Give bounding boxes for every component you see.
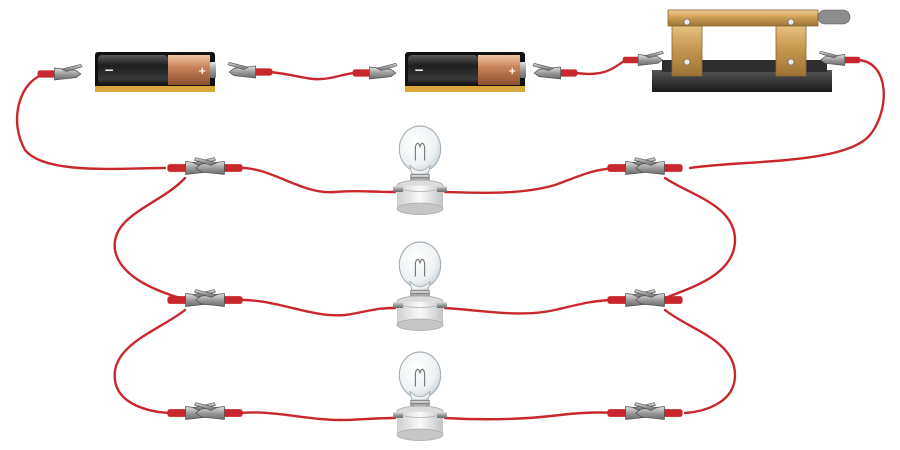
wire-switch-right <box>688 58 885 170</box>
wire-top-left <box>233 166 397 194</box>
battery-2-positive-symbol: + <box>508 66 516 77</box>
alligator-clip-icon <box>634 289 683 307</box>
battery-1-negative-symbol: − <box>104 63 114 77</box>
wire-left-lower <box>113 308 187 415</box>
alligator-clip-icon <box>37 64 83 81</box>
alligator-clip-icon <box>194 402 243 420</box>
wire-middle-left <box>233 298 397 317</box>
alligator-clip-icon <box>634 157 683 175</box>
bulb-2 <box>393 241 447 332</box>
battery-2-negative-symbol: − <box>414 63 424 77</box>
battery-1-positive-symbol: + <box>198 66 206 77</box>
wire-battery1-left <box>15 72 167 171</box>
alligator-clip-icon <box>622 50 664 66</box>
alligator-clip-icon <box>532 63 578 80</box>
alligator-clip-icon <box>819 50 861 66</box>
bulb-1 <box>393 125 447 216</box>
wire-left-upper <box>113 176 187 300</box>
wire-middle-right <box>443 298 617 315</box>
wire-battery1-battery2 <box>268 70 367 81</box>
battery-2: − + <box>405 52 526 92</box>
wire-battery2-switch <box>573 58 627 76</box>
wire-bottom-right <box>443 411 617 421</box>
alligator-clip-icon <box>194 289 243 307</box>
wire-bottom-left <box>238 411 397 422</box>
battery-1: − + <box>95 52 216 92</box>
alligator-clip-icon <box>194 157 243 175</box>
wires <box>15 58 885 422</box>
bulb-3 <box>393 351 447 442</box>
wire-top-right <box>443 166 617 195</box>
alligator-clip-icon <box>352 63 398 80</box>
knife-switch <box>622 9 861 92</box>
wire-right-lower <box>663 308 737 415</box>
wire-right-upper <box>663 176 737 300</box>
alligator-clip-icon <box>634 402 683 420</box>
alligator-clip-icon <box>227 62 273 79</box>
